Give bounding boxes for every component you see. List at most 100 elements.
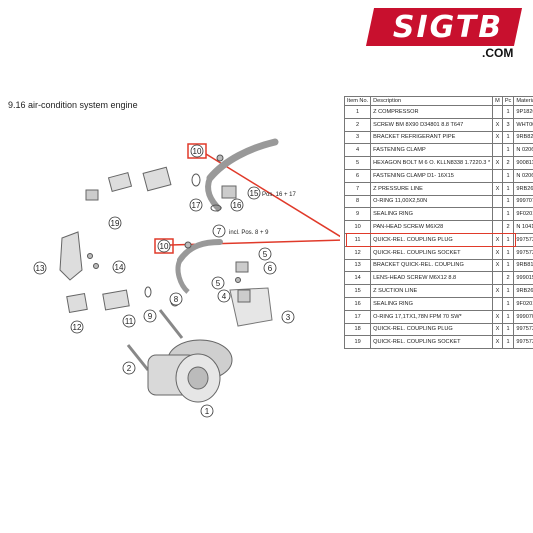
coupling-plug-part (66, 292, 88, 314)
brand-logo[interactable]: SIGTB .COM (365, 8, 530, 62)
table-row[interactable]: 8O-RING 11,00X2,50N199970755741 (343, 194, 533, 209)
table-row[interactable]: 17O-RING 17,1TX1,78N FPM 70 SW*X19990701… (343, 309, 533, 324)
highlight-leader-line (205, 153, 340, 238)
callout-10: 10 (193, 147, 202, 156)
row-item-no: 12 (343, 245, 372, 260)
logo-domain: .COM (482, 46, 514, 60)
screw-part (93, 263, 99, 269)
header-m: M (492, 96, 503, 106)
highlighted-row-frame (346, 233, 516, 247)
callout-19: 19 (111, 219, 120, 228)
callout-6: 6 (268, 264, 273, 273)
screw-part (87, 253, 93, 259)
row-description: FASTENING CLAMP D1- 16X15 (370, 168, 494, 183)
table-row[interactable]: 1Z COMPRESSOR19P1820803E (343, 105, 533, 119)
row-item-no: 6 (343, 168, 372, 183)
callout-7: 7 (217, 227, 222, 236)
sealing-ring-part (210, 204, 222, 212)
row-m: X (492, 322, 503, 337)
callout-9: 9 (148, 312, 153, 321)
row-item-no: 2 (343, 117, 372, 132)
row-pc: 1 (501, 284, 515, 298)
row-m (492, 207, 503, 222)
row-item-no: 8 (343, 194, 372, 209)
exploded-parts-diagram (59, 138, 340, 403)
table-row[interactable]: 15Z SUCTION LINEX19RB260349 (343, 284, 533, 298)
callout-10b: 10 (160, 242, 169, 251)
long-screw-part (126, 344, 150, 371)
row-pc: 1 (501, 105, 515, 119)
row-m (492, 194, 503, 209)
row-material: 99757355889A (513, 232, 533, 247)
row-pc: 2 (501, 271, 515, 286)
fastening-clamp-part (237, 289, 251, 303)
row-description: FASTENING CLAMP (370, 143, 494, 158)
callout-14: 14 (115, 263, 124, 272)
row-pc: 1 (501, 296, 515, 311)
header-description: Description (370, 96, 494, 106)
callout-17: 17 (192, 201, 201, 210)
row-item-no: 10 (343, 220, 372, 234)
row-description: PAN-HEAD SCREW M6X28 (370, 220, 494, 234)
row-item-no: 3 (343, 130, 372, 145)
section-title: 9.16 air-condition system engine (8, 100, 138, 110)
pressure-line-part (175, 258, 190, 294)
table-row[interactable]: 7Z PRESSURE LINEX19RB260335 (343, 181, 533, 196)
row-pc: 1 (501, 309, 515, 324)
suction-line-part (206, 138, 279, 182)
row-pc: 1 (501, 130, 515, 145)
row-description: BRACKET REFRIGERANT PIPE (370, 130, 494, 145)
row-m: X (492, 130, 503, 145)
row-m: X (492, 181, 503, 196)
row-pc: 1 (501, 181, 515, 196)
logo-text: SIGTB (392, 10, 504, 45)
screw-part (184, 241, 192, 249)
callout-2: 2 (127, 364, 132, 373)
row-item-no: 14 (343, 271, 372, 286)
coupling-socket-part (102, 289, 130, 311)
row-pc: 2 (501, 220, 515, 234)
row-pc: 1 (501, 322, 515, 337)
row-material: N 0206267 (513, 168, 533, 183)
bracket-part (59, 231, 83, 281)
row-material: 9F0201209 (513, 207, 533, 222)
screw-part (216, 154, 224, 162)
callout-12: 12 (73, 323, 82, 332)
parts-table-header: Item No. Description M Pc Material (343, 96, 533, 106)
row-material: N 0206015 (513, 143, 533, 158)
row-material: 99757355879A (513, 245, 533, 260)
row-material: 999015025A2 (513, 271, 533, 286)
row-m (492, 296, 503, 311)
row-description: O-RING 17,1TX1,78N FPM 70 SW* (370, 309, 494, 324)
parts-table: Item No. Description M Pc Material 1Z CO… (343, 96, 533, 350)
row-item-no: 1 (343, 105, 372, 119)
o-ring-part (191, 173, 201, 187)
row-item-no: 9 (343, 207, 372, 222)
o-ring-part (144, 286, 152, 298)
callout-1: 1 (205, 407, 210, 416)
row-m: X (492, 284, 503, 298)
row-material: 9RB820999 (513, 130, 533, 145)
row-m (492, 143, 503, 158)
row-item-no: 4 (343, 143, 372, 158)
row-description: LENS-HEAD SCREW M6X12 8.8 (370, 271, 494, 286)
row-item-no: 16 (343, 296, 372, 311)
row-m: X (492, 258, 503, 273)
bolt-part (235, 277, 241, 283)
row-material: WHT008155 (513, 117, 533, 132)
row-material: 999070105140 (513, 309, 533, 324)
row-m: X (492, 245, 503, 260)
